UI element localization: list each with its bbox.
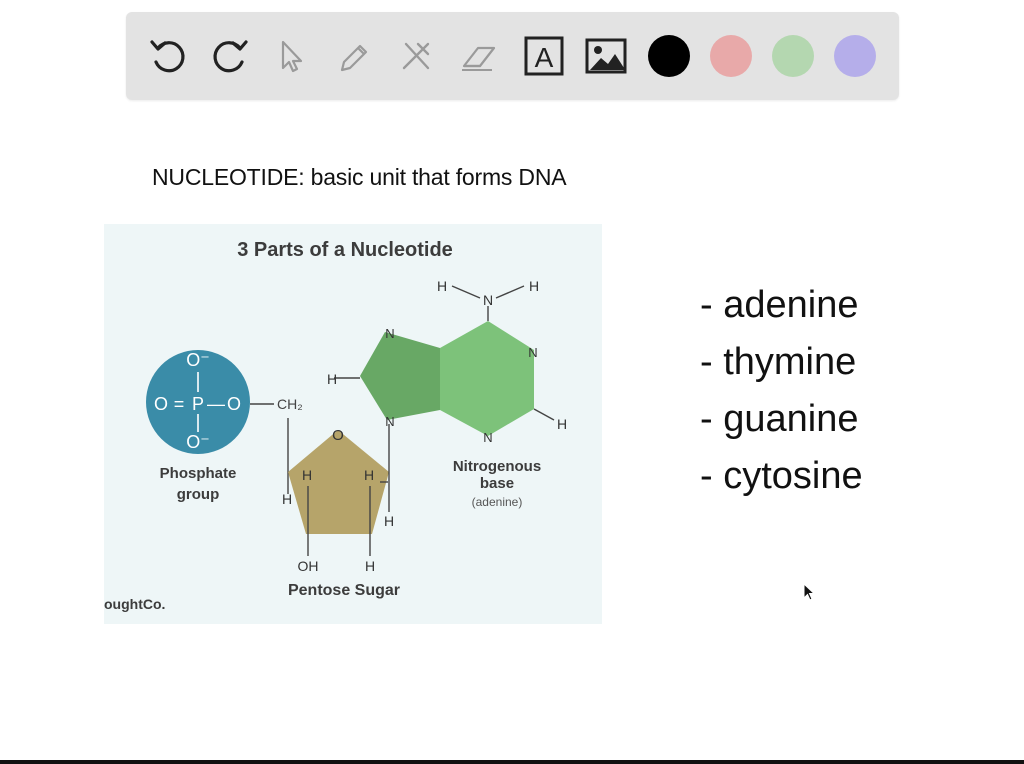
nitrogen-base-list: - adenine - thymine - guanine - cytosine — [700, 283, 863, 511]
sugar-oh: OH — [298, 558, 319, 574]
phosphate-o-top: O⁻ — [186, 350, 210, 370]
toolbar: A — [126, 12, 899, 100]
sugar-h-right-inner: H — [364, 467, 374, 483]
phosphate-single-bond: — — [207, 394, 225, 414]
phosphate-o-right: O — [227, 394, 241, 414]
text-tool-glyph: A — [535, 42, 554, 73]
pentose-sugar-ring — [288, 430, 389, 534]
sugar-h-left-outer: H — [282, 491, 292, 507]
base-label-line1: Nitrogenous — [453, 458, 541, 475]
base-n1: N — [385, 326, 394, 341]
phosphate-double-bond: = — [174, 394, 185, 414]
pen-icon[interactable] — [332, 34, 376, 78]
sugar-ring-o: O — [332, 427, 344, 444]
image-icon[interactable] — [584, 34, 628, 78]
list-item: - guanine — [700, 398, 859, 440]
redo-icon[interactable] — [208, 34, 252, 78]
phosphate-circle — [146, 350, 250, 454]
phosphate-o-bottom: O⁻ — [186, 432, 210, 452]
amine-h-left: H — [437, 278, 447, 294]
color-swatch-green[interactable] — [772, 35, 814, 77]
phosphate-label-line1: Phosphate — [160, 465, 237, 482]
base-label-line2: base — [480, 475, 514, 492]
figure-title: 3 Parts of a Nucleotide — [237, 239, 453, 261]
list-item: - adenine — [700, 284, 859, 326]
base-n-right: N — [528, 345, 537, 360]
list-item: - thymine — [700, 341, 857, 383]
phosphate-p: P — [192, 394, 204, 414]
text-icon[interactable]: A — [522, 34, 566, 78]
amine-n: N — [483, 292, 493, 308]
select-icon[interactable] — [270, 34, 314, 78]
sugar-h-bottom: H — [365, 558, 375, 574]
color-swatch-purple[interactable] — [834, 35, 876, 77]
amine-h-right: H — [529, 278, 539, 294]
undo-icon[interactable] — [146, 34, 190, 78]
mouse-cursor-icon — [803, 582, 817, 608]
color-swatch-black[interactable] — [648, 35, 690, 77]
page-heading: NUCLEOTIDE: basic unit that forms DNA — [152, 164, 567, 190]
base-n-bottom: N — [483, 430, 492, 445]
eraser-icon[interactable] — [456, 34, 500, 78]
sugar-h-right-outer: H — [384, 513, 394, 529]
base-n-bond: N — [385, 414, 394, 429]
tools-icon[interactable] — [394, 34, 438, 78]
bottom-border — [0, 760, 1024, 764]
base-sublabel: (adenine) — [472, 495, 523, 509]
sugar-label: Pentose Sugar — [288, 582, 400, 599]
phosphate-label-line2: group — [177, 486, 220, 503]
phosphate-o-left: O — [154, 394, 168, 414]
base-five-ring — [360, 332, 440, 420]
list-item: - cytosine — [700, 455, 863, 497]
base-six-ring — [440, 321, 534, 436]
base-h-right: H — [557, 416, 567, 432]
color-swatch-pink[interactable] — [710, 35, 752, 77]
base-h-left: H — [327, 371, 337, 387]
nucleotide-figure: 3 Parts of a Nucleotide O⁻ O = P — O O⁻ … — [104, 224, 602, 624]
ch2-label: CH₂ — [277, 396, 303, 412]
sugar-h-left-inner: H — [302, 467, 312, 483]
figure-watermark: oughtCo. — [104, 596, 165, 612]
